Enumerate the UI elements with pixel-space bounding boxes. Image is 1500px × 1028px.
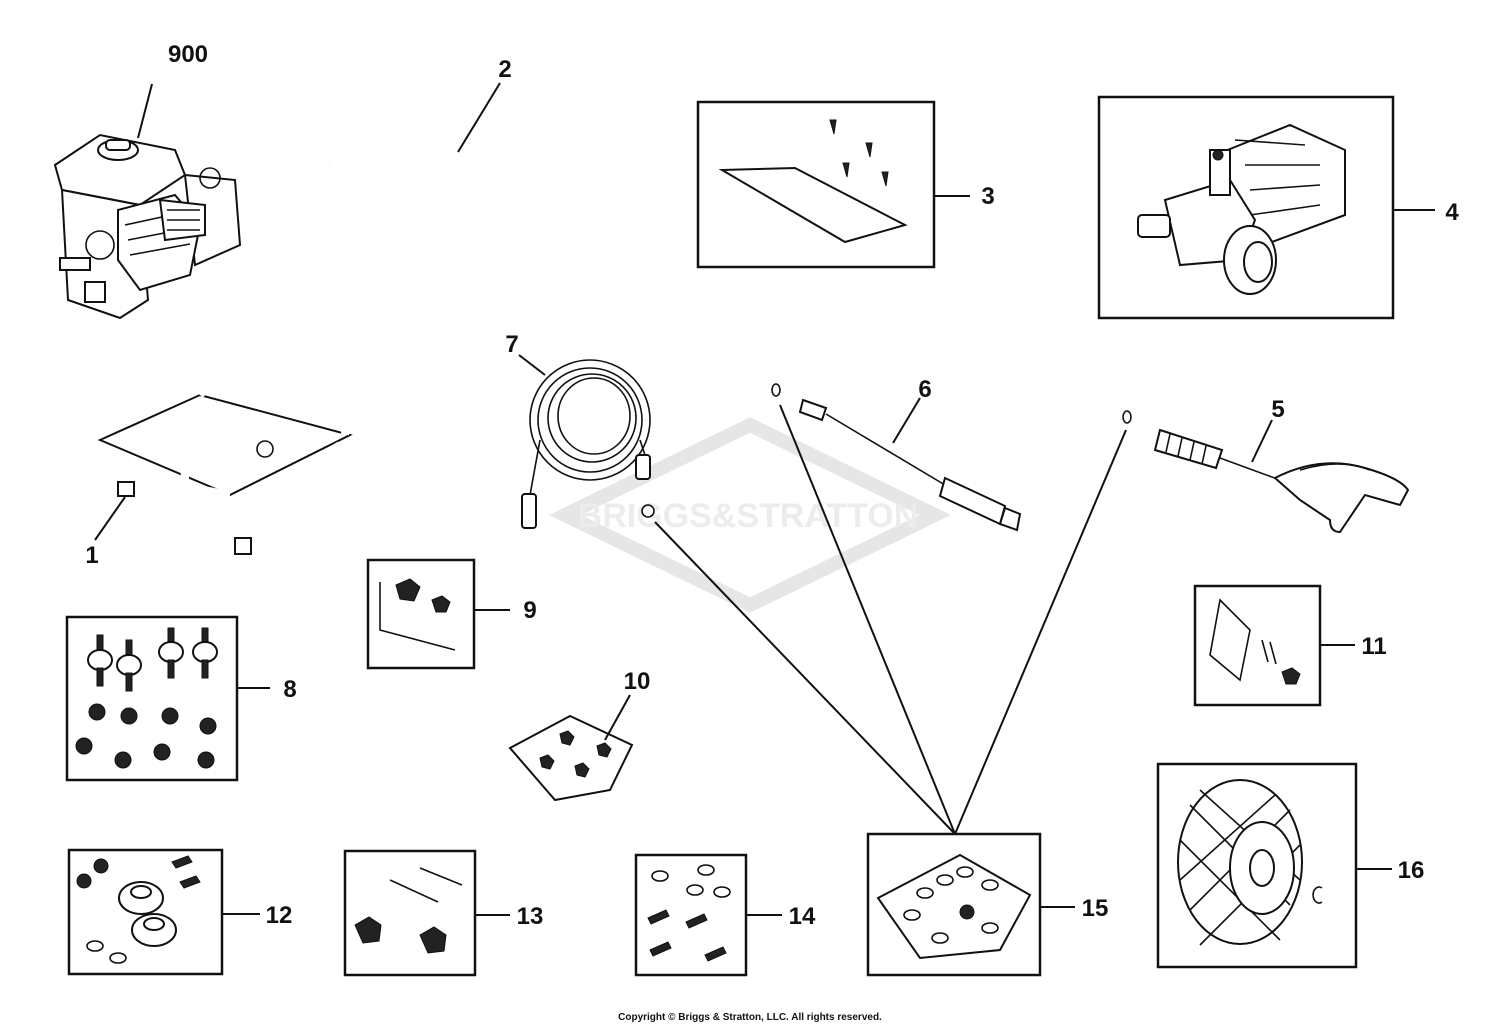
hose-illustration bbox=[521, 359, 655, 529]
callout-900: 900 bbox=[168, 41, 208, 68]
oring-kit-illustration bbox=[876, 853, 1032, 960]
watermark: BRIGGS&STRATTON bbox=[548, 417, 952, 613]
callout-9: 9 bbox=[523, 597, 536, 624]
copyright-notice: Copyright © Briggs & Stratton, LLC. All … bbox=[618, 1012, 882, 1023]
callout-10: 10 bbox=[624, 668, 651, 695]
watermark-text: BRIGGS&STRATTON bbox=[578, 497, 919, 535]
bumper-kit-illustration bbox=[76, 855, 201, 964]
handle-bolt-kit-illustration bbox=[354, 867, 463, 954]
nozzle-kit-illustration bbox=[508, 714, 634, 802]
callout-1: 1 bbox=[85, 542, 98, 569]
callout-8: 8 bbox=[283, 676, 296, 703]
bolt-kit-illustration bbox=[379, 578, 456, 651]
screw-kit-illustration bbox=[647, 864, 731, 962]
callout-14: 14 bbox=[789, 903, 816, 930]
callout-5: 5 bbox=[1271, 396, 1284, 423]
callout-11: 11 bbox=[1361, 633, 1386, 660]
callout-15: 15 bbox=[1082, 895, 1109, 922]
handle-illustration bbox=[326, 147, 574, 281]
callout-2: 2 bbox=[498, 56, 511, 83]
pump-illustration bbox=[1137, 123, 1346, 295]
callout-3: 3 bbox=[981, 183, 994, 210]
oring-leader-lines bbox=[654, 404, 1127, 835]
engine-illustration bbox=[53, 133, 242, 320]
bracket-kit-box bbox=[1193, 584, 1322, 707]
callout-6: 6 bbox=[918, 376, 931, 403]
callout-13: 13 bbox=[517, 903, 544, 930]
bracket-kit-illustration bbox=[1209, 598, 1301, 685]
callout-4: 4 bbox=[1445, 199, 1459, 226]
gun-illustration bbox=[1122, 410, 1410, 534]
mount-kit-illustration bbox=[75, 627, 218, 769]
frame-illustration bbox=[69, 312, 355, 555]
callout-7: 7 bbox=[505, 331, 518, 358]
handle-bolt-kit-box bbox=[343, 849, 477, 977]
bolt-kit-box bbox=[366, 558, 476, 670]
panel-illustration bbox=[718, 119, 908, 244]
wheel-illustration bbox=[1177, 779, 1323, 946]
callout-16: 16 bbox=[1398, 857, 1425, 884]
callout-12: 12 bbox=[266, 902, 293, 929]
lance-illustration bbox=[771, 383, 1022, 532]
